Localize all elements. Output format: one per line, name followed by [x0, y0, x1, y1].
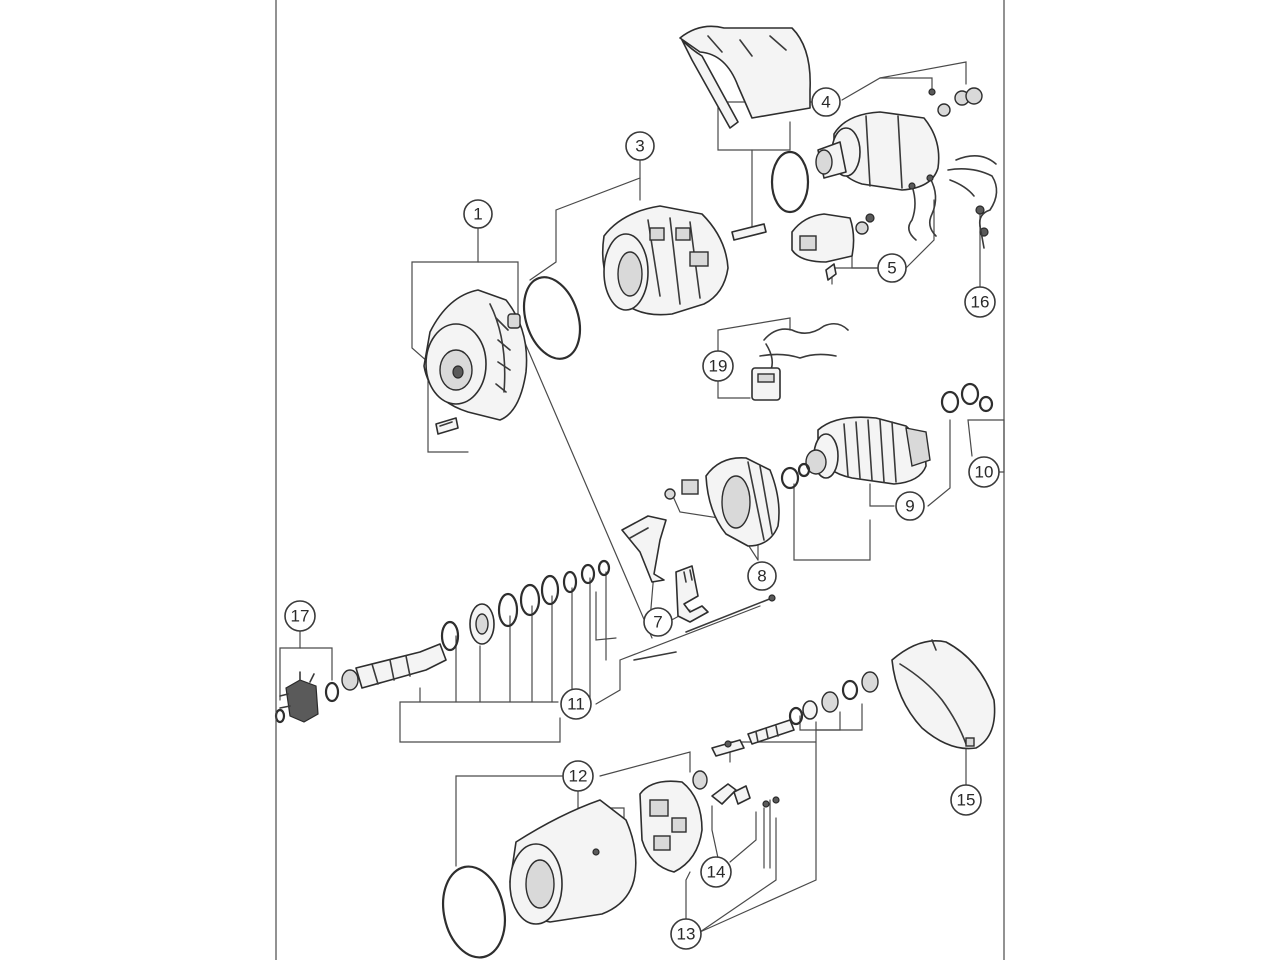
svg-text:17: 17 — [291, 607, 310, 626]
callout-8: 8 — [747, 561, 777, 591]
solenoid — [815, 87, 983, 191]
wiring-harness — [947, 155, 998, 249]
brush-holder — [664, 457, 780, 547]
callout-15: 15 — [950, 784, 982, 816]
end-cap — [639, 770, 780, 873]
svg-text:8: 8 — [757, 567, 766, 586]
callout-14: 14 — [700, 856, 732, 888]
o-ring-large — [522, 276, 582, 360]
callout-5: 5 — [877, 253, 907, 283]
solenoid-o-ring — [770, 150, 810, 214]
callout-19: 19 — [702, 350, 734, 382]
svg-text:11: 11 — [567, 695, 585, 714]
shift-fork — [621, 515, 709, 623]
svg-text:9: 9 — [905, 497, 914, 516]
terminal-parts — [711, 671, 879, 757]
tie-rod-short — [633, 651, 677, 661]
callout-17: 17 — [284, 600, 316, 632]
callout-12: 12 — [562, 760, 594, 792]
svg-text:1: 1 — [473, 205, 482, 224]
svg-text:10: 10 — [975, 463, 994, 482]
tie-rod — [685, 597, 773, 633]
svg-text:12: 12 — [569, 767, 588, 786]
callout-13: 13 — [670, 918, 702, 950]
callouts: 1 3 4 5 7 8 9 10 — [284, 87, 1000, 950]
callout-10: 10 — [968, 456, 1000, 488]
solenoid-bolt — [731, 223, 767, 241]
relay-cables — [908, 174, 937, 241]
stator-frame — [442, 799, 637, 959]
svg-text:15: 15 — [957, 791, 976, 810]
harness-19 — [751, 322, 849, 401]
cover-band — [891, 639, 996, 750]
callout-16: 16 — [964, 286, 996, 318]
callout-4: 4 — [811, 87, 841, 117]
svg-text:16: 16 — [971, 293, 990, 312]
svg-text:4: 4 — [821, 93, 830, 112]
callout-9: 9 — [895, 491, 925, 521]
relay — [791, 213, 875, 281]
svg-text:13: 13 — [677, 925, 696, 944]
svg-text:3: 3 — [635, 137, 644, 156]
callout-7: 7 — [643, 607, 673, 637]
callout-11: 11 — [560, 688, 592, 720]
solenoid-shield — [679, 25, 811, 129]
parts — [274, 25, 998, 959]
callout-3: 3 — [625, 131, 655, 161]
callout-1: 1 — [463, 199, 493, 229]
intermediate-housing — [601, 205, 729, 316]
svg-text:5: 5 — [887, 259, 896, 278]
svg-text:7: 7 — [653, 613, 662, 632]
svg-text:19: 19 — [709, 357, 728, 376]
pinion — [274, 671, 340, 724]
drive-end-housing — [423, 289, 528, 435]
drive-shaft — [341, 559, 611, 691]
armature — [780, 382, 994, 490]
svg-text:14: 14 — [707, 863, 726, 882]
